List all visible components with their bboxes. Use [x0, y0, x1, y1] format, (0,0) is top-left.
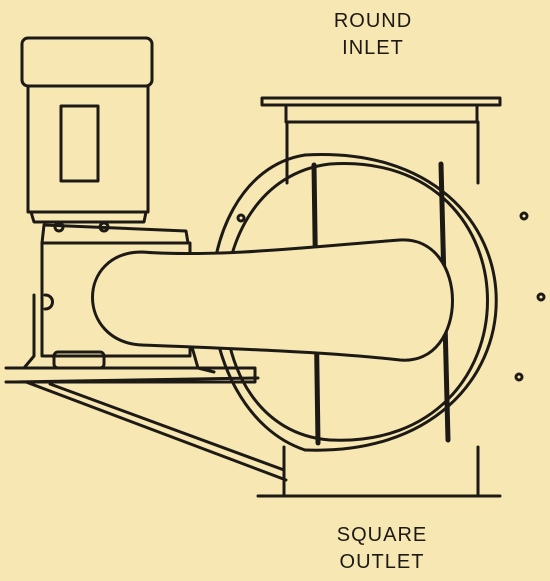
- housing-inner-right: [328, 162, 489, 442]
- inlet-neck: [285, 120, 480, 185]
- round-inlet: [260, 96, 502, 185]
- housing-bolt-4: [514, 372, 524, 382]
- round-inlet-label: ROUND INLET: [303, 8, 443, 62]
- motor-flange: [40, 223, 190, 245]
- gearbox-keyway: [43, 293, 54, 311]
- housing-bolt-3: [536, 292, 546, 302]
- support-brace: [24, 380, 288, 482]
- housing-outer-arc: [303, 153, 498, 452]
- round-inlet-label-line2: INLET: [342, 37, 404, 59]
- gearbox-foot-left: [22, 293, 36, 370]
- square-outlet-label-line2: OUTLET: [339, 551, 425, 573]
- square-outlet-label: SQUARE OUTLET: [312, 522, 452, 576]
- outlet-neck: [282, 445, 480, 497]
- base-plate-bottom: [12, 376, 260, 384]
- motor-base-collar: [29, 210, 148, 224]
- square-outlet-label-line1: SQUARE: [336, 524, 428, 546]
- base-plate: [4, 366, 257, 384]
- motor-cap: [20, 36, 154, 88]
- gearbox-base-block: [52, 350, 106, 370]
- housing-bolt-1: [236, 213, 246, 223]
- base-frame: [4, 366, 288, 482]
- inlet-flange-lower: [284, 103, 479, 124]
- motor: [20, 36, 190, 245]
- support-brace-lower: [48, 382, 286, 472]
- drive-chain-guard: [91, 238, 454, 362]
- housing-bolt-2: [519, 211, 529, 221]
- motor-nameplate: [59, 104, 100, 183]
- square-outlet: [256, 445, 502, 498]
- round-inlet-label-line1: ROUND: [333, 10, 413, 32]
